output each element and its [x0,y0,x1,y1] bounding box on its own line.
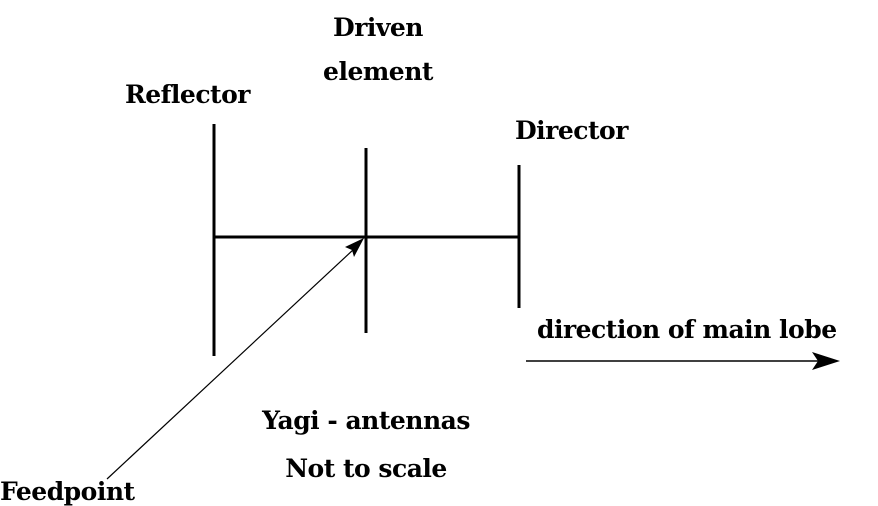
direction-label: direction of main lobe [537,315,837,344]
driven-label-line1: Driven [333,13,423,42]
feedpoint-arrowhead [345,238,364,257]
feedpoint-arrow-line [106,248,355,480]
main-lobe-arrowhead [812,352,840,370]
driven-label-line2: element [323,57,433,86]
caption-line1: Yagi - antennas [262,406,470,435]
reflector-label: Reflector [125,80,250,109]
feedpoint-label: Feedpoint [0,477,135,506]
director-label: Director [515,116,628,145]
caption-line2: Not to scale [285,454,447,483]
